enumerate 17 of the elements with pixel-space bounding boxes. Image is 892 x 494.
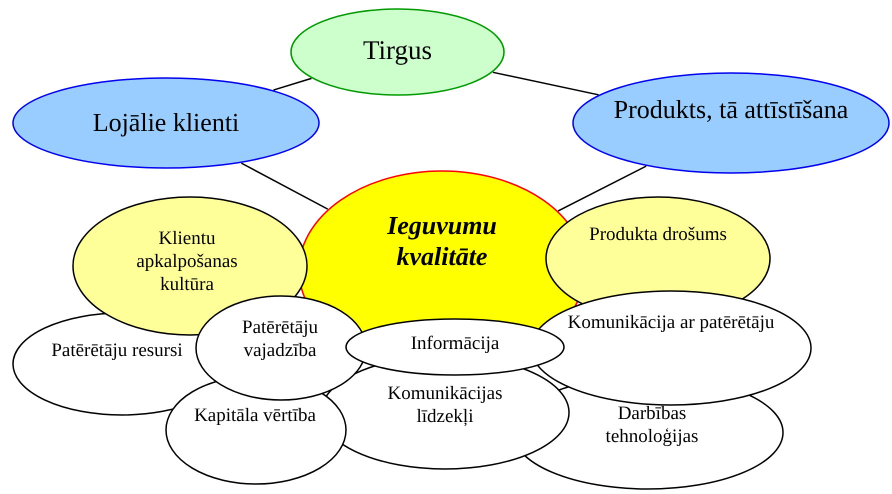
node-label: Patērētāju vajadzība — [241, 317, 319, 363]
node-label: Informācija — [410, 333, 500, 356]
node-label: Ieguvumu kvalitāte — [386, 210, 498, 272]
connector-line — [240, 162, 328, 210]
node-label: Produkta drošums — [588, 224, 728, 247]
node-label: Produkts, tā attīstīšana — [612, 94, 850, 126]
connector-line — [492, 72, 599, 96]
connector-line — [273, 78, 312, 91]
node-label: Komunikācijas līdzekļi — [386, 383, 504, 429]
node-label: Darbības tehnoloģijas — [604, 403, 700, 449]
connector-line — [558, 165, 647, 212]
node-label: Kapitāla vērtība — [193, 405, 317, 428]
node-label: Lojālie klienti — [92, 107, 240, 138]
node-label: Klientu apkalpošanas kultūra — [135, 228, 239, 296]
node-label: Patērētāju resursi — [50, 340, 184, 363]
node-label: Tirgus — [362, 34, 434, 66]
node-label: Komunikācija ar patērētāju — [566, 312, 776, 335]
